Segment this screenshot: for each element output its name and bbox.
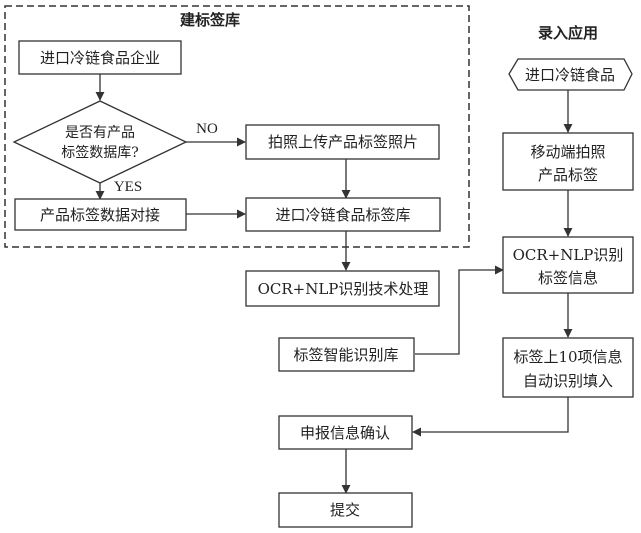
submit-label: 提交 [330, 501, 360, 519]
auto-fill-box [502, 337, 634, 398]
arrow-autofill-to-confirm [412, 397, 569, 437]
no-label: NO [196, 121, 218, 137]
mobile-photo-label-line1: 移动端拍照 [530, 143, 605, 161]
photo-upload-label: 拍照上传产品标签照片 [268, 133, 418, 151]
arrow-smart-library-to-ocr-recognize [415, 265, 504, 355]
smart-library-label: 标签智能识别库 [293, 346, 398, 364]
mobile-photo-label-line2: 产品标签 [538, 166, 598, 184]
photo-upload-box [245, 124, 440, 160]
auto-fill-label-line1: 标签上10项信息 [513, 348, 622, 366]
ocr-recognize-label-line1: OCR+NLP识别 [513, 246, 624, 264]
entry-application-title: 录入应用 [538, 24, 598, 42]
yes-label: YES [114, 179, 142, 195]
ocr-nlp-process-label: OCR+NLP识别技术处理 [258, 280, 429, 298]
ocr-recognize-label-line2: 标签信息 [538, 269, 598, 287]
data-docking-label: 产品标签数据对接 [40, 206, 160, 224]
ocr-nlp-process-box [245, 270, 440, 307]
auto-fill-label-line2: 自动识别填入 [523, 372, 613, 390]
connectors [95, 74, 573, 494]
declare-confirm-label: 申报信息确认 [300, 424, 390, 442]
smart-library-box [278, 337, 415, 372]
declare-confirm-box [278, 415, 413, 450]
decision-label-line1: 是否有产品 [65, 125, 135, 141]
build-library-title: 建标签库 [180, 11, 240, 29]
mobile-photo-box [502, 132, 634, 191]
ocr-recognize-box [502, 236, 634, 294]
decision-diamond [12, 100, 188, 184]
build-library-group [4, 5, 470, 248]
submit-box [278, 492, 413, 528]
import-food-label: 进口冷链食品 [525, 66, 615, 84]
enterprise-box [18, 40, 182, 75]
data-docking-box [14, 198, 187, 231]
decision-label-line2: 标签数据库? [61, 144, 139, 161]
label-library-label: 进口冷链食品标签库 [275, 206, 410, 224]
import-food-hexagon [508, 58, 633, 91]
label-library-box [245, 197, 441, 232]
enterprise-label: 进口冷链食品企业 [40, 49, 160, 67]
